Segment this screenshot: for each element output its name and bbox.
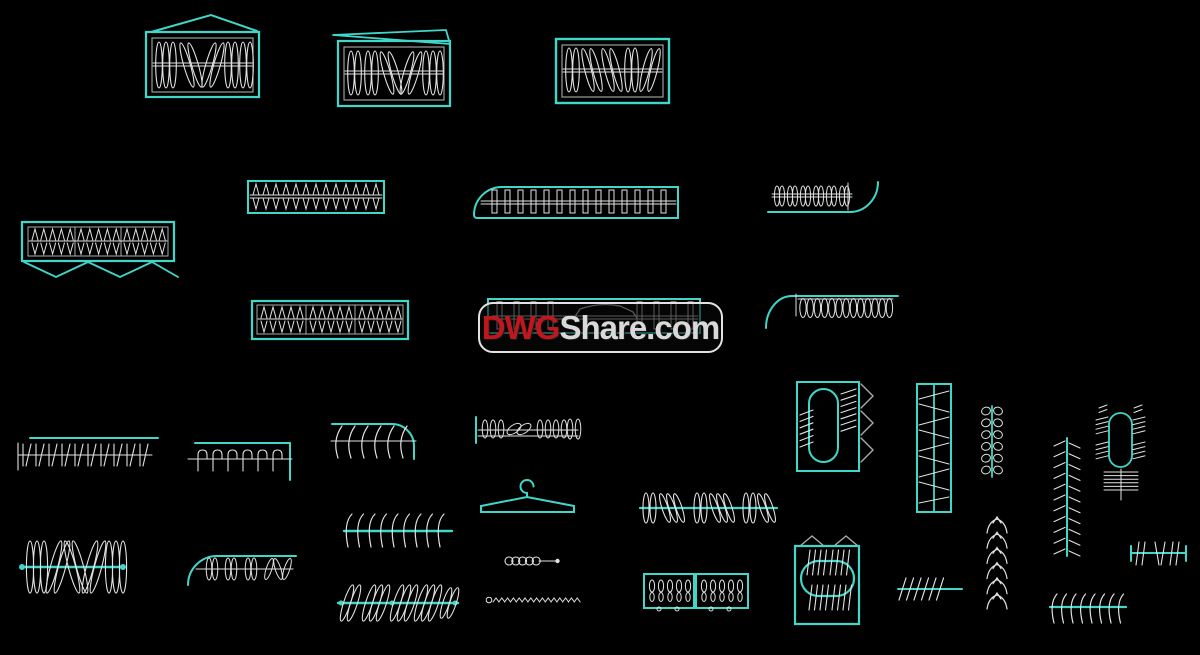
hanger-1 (480, 479, 575, 513)
rings-rod-1 (765, 293, 899, 329)
chain-1 (485, 596, 581, 604)
pleat-tape-box-1 (643, 573, 749, 612)
tick-column-1 (1053, 437, 1081, 557)
valance-plan-2 (250, 299, 410, 341)
lens-line-mid-1 (638, 492, 779, 524)
panel-track-1 (472, 186, 679, 219)
pleat-column-1 (986, 515, 1008, 610)
loop-column-1 (981, 405, 1003, 478)
pleats-arc-2 (330, 423, 417, 460)
pleat-arc-right-1 (767, 181, 879, 213)
capsule-box-1 (796, 381, 874, 472)
watermark-text-sharecom: Share.com (559, 308, 720, 346)
hooks-line-2 (1048, 593, 1128, 624)
hatch-column-1 (916, 383, 952, 513)
spring-1 (504, 556, 560, 566)
lens-rod-2 (336, 584, 460, 622)
slash-line-1 (897, 577, 963, 601)
pleat-bar-1 (247, 180, 385, 214)
hooks-angle-1 (187, 442, 293, 481)
hooks-line-1 (342, 513, 454, 548)
capsule-hatch-1 (1095, 404, 1146, 501)
lens-rod-1 (19, 540, 128, 594)
loop-line-1 (475, 416, 582, 444)
curtain-elevation-3 (554, 37, 671, 105)
curtain-elevation-1 (144, 13, 261, 99)
curtain-elevation-2 (332, 29, 452, 108)
pleats-arc-left-1 (187, 555, 297, 586)
tick-ends-line-1 (1130, 541, 1187, 566)
stadium-box-1 (793, 535, 861, 626)
watermark-text-dwg: DWG (481, 308, 561, 346)
valance-plan-1 (20, 220, 179, 278)
plan-pleats-1 (17, 437, 159, 471)
